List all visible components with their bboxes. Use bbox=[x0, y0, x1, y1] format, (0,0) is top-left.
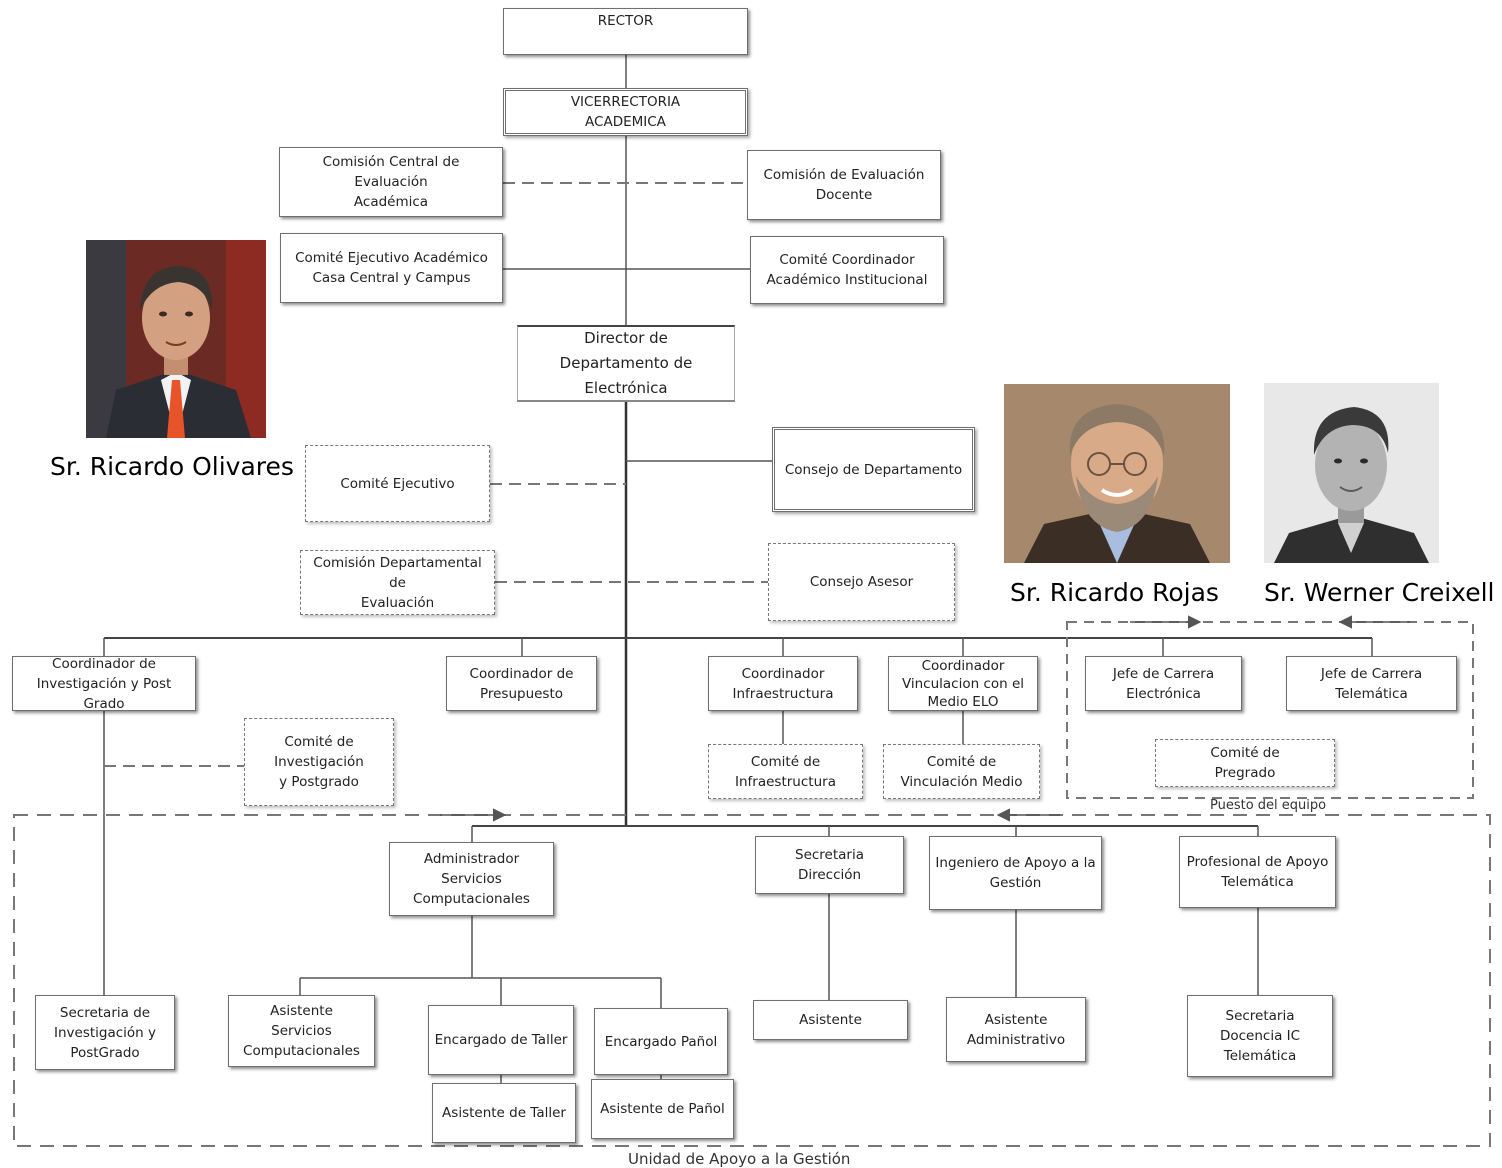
node-comite-ejecutivo-academico: Comité Ejecutivo Académico Casa Central … bbox=[280, 233, 503, 303]
node-asistente-panol: Asistente de Pañol bbox=[591, 1079, 734, 1139]
node-coord-infraestructura: Coordinador Infraestructura bbox=[708, 656, 858, 711]
node-consejo-departamento: Consejo de Departamento bbox=[772, 427, 975, 512]
node-vicerrectoria: VICERRECTORIA ACADEMICA bbox=[503, 88, 748, 136]
node-asistente-administrativo: Asistente Administrativo bbox=[946, 997, 1086, 1062]
label-rojas: Sr. Ricardo Rojas bbox=[1010, 578, 1219, 607]
node-jefe-electronica: Jefe de Carrera Electrónica bbox=[1085, 656, 1242, 711]
node-rector: RECTOR bbox=[503, 8, 748, 55]
node-comision-departamental: Comisión Departamental de Evaluación bbox=[300, 550, 495, 615]
node-comision-evaluacion-docente: Comisión de Evaluación Docente bbox=[747, 150, 941, 220]
portrait-rojas bbox=[1004, 384, 1230, 563]
node-comite-coordinador: Comité Coordinador Académico Institucion… bbox=[750, 236, 944, 304]
node-comision-central: Comisión Central de Evaluación Académica bbox=[279, 147, 503, 217]
node-director: Director de Departamento de Electrónica bbox=[517, 325, 735, 400]
label-creixell: Sr. Werner Creixell bbox=[1264, 578, 1495, 607]
portrait-olivares-image bbox=[86, 240, 266, 438]
node-coord-investigacion: Coordinador de Investigación y Post Grad… bbox=[12, 656, 196, 712]
portrait-olivares bbox=[86, 240, 266, 438]
label-olivares: Sr. Ricardo Olivares bbox=[50, 452, 294, 481]
node-ingeniero-apoyo: Ingeniero de Apoyo a la Gestión bbox=[929, 836, 1102, 910]
node-coord-vinculacion: Coordinador Vinculacion con el Medio ELO bbox=[888, 656, 1038, 711]
portrait-creixell bbox=[1264, 383, 1439, 563]
node-asistente-taller: Asistente de Taller bbox=[432, 1083, 576, 1143]
portrait-rojas-image bbox=[1004, 384, 1230, 563]
node-encargado-panol: Encargado Pañol bbox=[594, 1008, 728, 1075]
support-unit-caption: Unidad de Apoyo a la Gestión bbox=[628, 1150, 851, 1168]
node-jefe-telematica: Jefe de Carrera Telemática bbox=[1286, 656, 1457, 711]
team-caption: Puesto del equipo bbox=[1210, 798, 1327, 813]
node-comite-ejecutivo: Comité Ejecutivo bbox=[305, 445, 490, 522]
node-comite-vinculacion: Comité de Vinculación Medio bbox=[883, 744, 1040, 799]
node-secretaria-direccion: Secretaria Dirección bbox=[755, 836, 904, 894]
node-comite-infraestructura: Comité de Infraestructura bbox=[708, 744, 863, 799]
node-encargado-taller: Encargado de Taller bbox=[428, 1005, 574, 1075]
portrait-creixell-image bbox=[1264, 383, 1439, 563]
node-asistente-servicios: Asistente Servicios Computacionales bbox=[228, 995, 375, 1067]
node-secretaria-investigacion: Secretaria de Investigación y PostGrado bbox=[35, 995, 175, 1070]
node-comite-pregrado: Comité de Pregrado bbox=[1155, 739, 1335, 787]
node-comite-investigacion: Comité de Investigación y Postgrado bbox=[244, 718, 394, 806]
node-secretaria-docencia: Secretaria Docencia IC Telemática bbox=[1187, 995, 1333, 1077]
node-admin-servicios: Administrador Servicios Computacionales bbox=[389, 842, 554, 916]
node-asistente: Asistente bbox=[753, 1000, 908, 1040]
node-coord-presupuesto: Coordinador de Presupuesto bbox=[446, 656, 597, 711]
node-profesional-apoyo: Profesional de Apoyo Telemática bbox=[1179, 836, 1336, 908]
node-consejo-asesor: Consejo Asesor bbox=[768, 543, 955, 621]
